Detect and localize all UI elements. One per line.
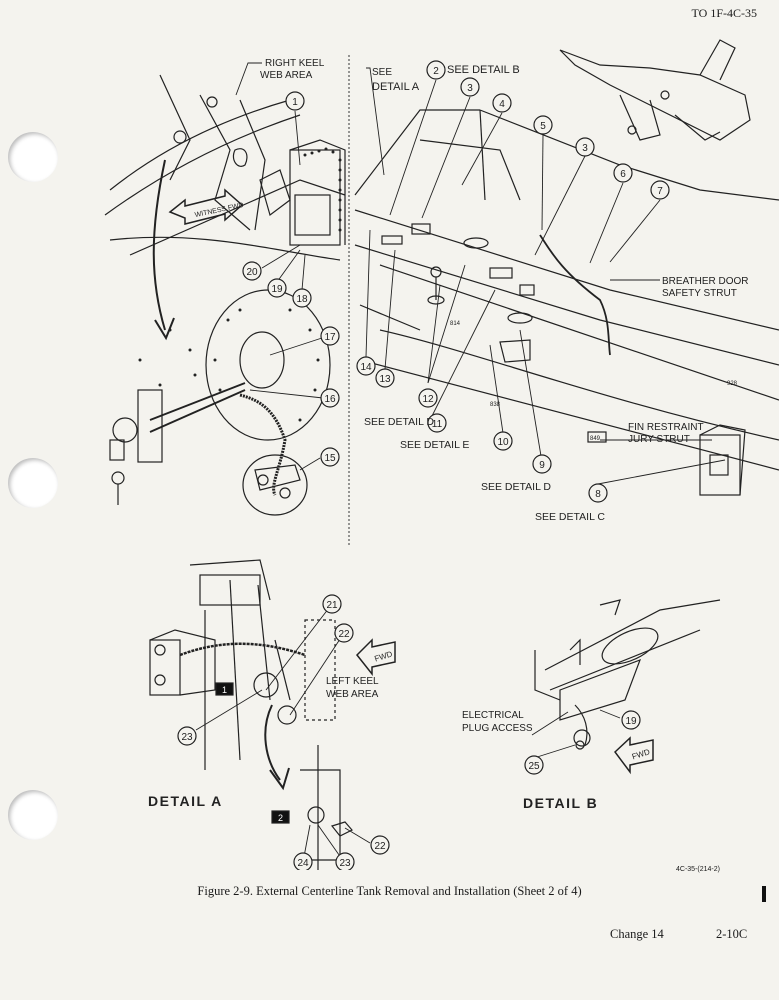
see-detail-d-label: SEE DETAIL D (364, 416, 434, 428)
callout-number: 2 (433, 66, 439, 77)
see-detail-a-label: DETAIL A (372, 81, 420, 93)
callout-number: 23 (339, 858, 351, 869)
callout-number: 22 (338, 629, 350, 640)
svg-text:838: 838 (490, 402, 501, 408)
callout-number: 7 (657, 186, 663, 197)
callout-number: 9 (539, 460, 545, 471)
callout-number: 3 (582, 143, 588, 154)
change-bar (762, 886, 766, 902)
detail-b-title: DETAIL B (523, 795, 598, 811)
svg-text:WITNESS FWD: WITNESS FWD (194, 202, 244, 219)
callout-circles (177, 60, 670, 870)
callout-number: 13 (379, 374, 391, 385)
electrical-plug-label: ELECTRICAL (462, 710, 524, 721)
callout-number: 15 (324, 453, 336, 464)
callout-number: 24 (297, 858, 309, 869)
change-number: Change 14 (610, 927, 664, 941)
callout-number: 12 (422, 394, 434, 405)
figure-id: 4C-35-(214-2) (676, 866, 720, 873)
callout-number: 19 (271, 284, 283, 295)
lock-assembly-drawing (109, 289, 331, 516)
leader-lines (195, 62, 726, 863)
callout-number: 22 (374, 841, 386, 852)
see-detail-b-label: SEE DETAIL B (447, 64, 520, 76)
callout-number: 21 (326, 600, 338, 611)
callout-numbers: 1 2 3 4 5 3 6 7 17 16 15 20 19 18 14 13 … (181, 66, 663, 869)
marker-2: 2 (278, 813, 283, 823)
fwd-label: FWD (631, 747, 651, 761)
binder-hole (8, 132, 58, 182)
see-detail-c-label: SEE DETAIL C (535, 511, 605, 523)
callout-number: 3 (467, 83, 473, 94)
see-detail-a-label: SEE (372, 67, 392, 78)
figure-caption: Figure 2-9. External Centerline Tank Rem… (197, 884, 582, 898)
callout-number: 4 (499, 99, 505, 110)
callout-number: 17 (324, 332, 336, 343)
callout-number: 20 (246, 267, 258, 278)
binder-hole (8, 790, 58, 840)
illustration: WITNESS FWD (104, 39, 779, 870)
callout-number: 11 (432, 419, 443, 430)
callout-number: 23 (181, 732, 193, 743)
svg-text:928: 928 (727, 381, 738, 387)
detail-b-drawing: FWD (534, 599, 721, 775)
callout-number: 16 (324, 394, 336, 405)
callout-number: 6 (620, 169, 626, 180)
fin-restraint-label: FIN RESTRAINT (628, 422, 704, 433)
page-number: 2-10C (716, 927, 748, 941)
see-detail-d-label: SEE DETAIL D (481, 481, 551, 493)
svg-text:814: 814 (450, 321, 461, 327)
left-keel-label: WEB AREA (326, 689, 379, 700)
breather-door-label: SAFETY STRUT (662, 288, 737, 299)
figure-labels: RIGHT KEEL WEB AREA SEE DETAIL A SEE DET… (148, 58, 749, 811)
right-keel-label: RIGHT KEEL (265, 58, 325, 69)
document-id: TO 1F-4C-35 (691, 6, 757, 20)
left-keel-label: LEFT KEEL (326, 676, 379, 687)
fuselage-drawing: 838 849 814 928 (354, 109, 779, 496)
callout-number: 5 (540, 121, 546, 132)
electrical-plug-label: PLUG ACCESS (462, 723, 533, 734)
callout-number: 1 (292, 97, 298, 108)
right-keel-label: WEB AREA (260, 70, 313, 81)
see-detail-e-label: SEE DETAIL E (400, 439, 469, 451)
callout-number: 19 (625, 716, 637, 727)
callout-number: 14 (360, 362, 372, 373)
breather-door-label: BREATHER DOOR (662, 276, 749, 287)
callout-number: 18 (296, 294, 308, 305)
binder-hole (8, 458, 58, 508)
fin-restraint-label: JURY STRUT (628, 434, 690, 445)
keel-web-drawing: WITNESS FWD (104, 74, 346, 341)
callout-number: 8 (595, 489, 601, 500)
callout-number: 10 (497, 437, 509, 448)
detail-a-title: DETAIL A (148, 793, 223, 809)
callout-number: 25 (528, 761, 540, 772)
svg-text:849: 849 (590, 436, 601, 442)
detail-a-drawing: FWD 1 2 (149, 559, 396, 870)
marker-1: 1 (222, 685, 227, 695)
aircraft-thumbnail (559, 39, 751, 141)
fwd-label: FWD (373, 649, 393, 663)
